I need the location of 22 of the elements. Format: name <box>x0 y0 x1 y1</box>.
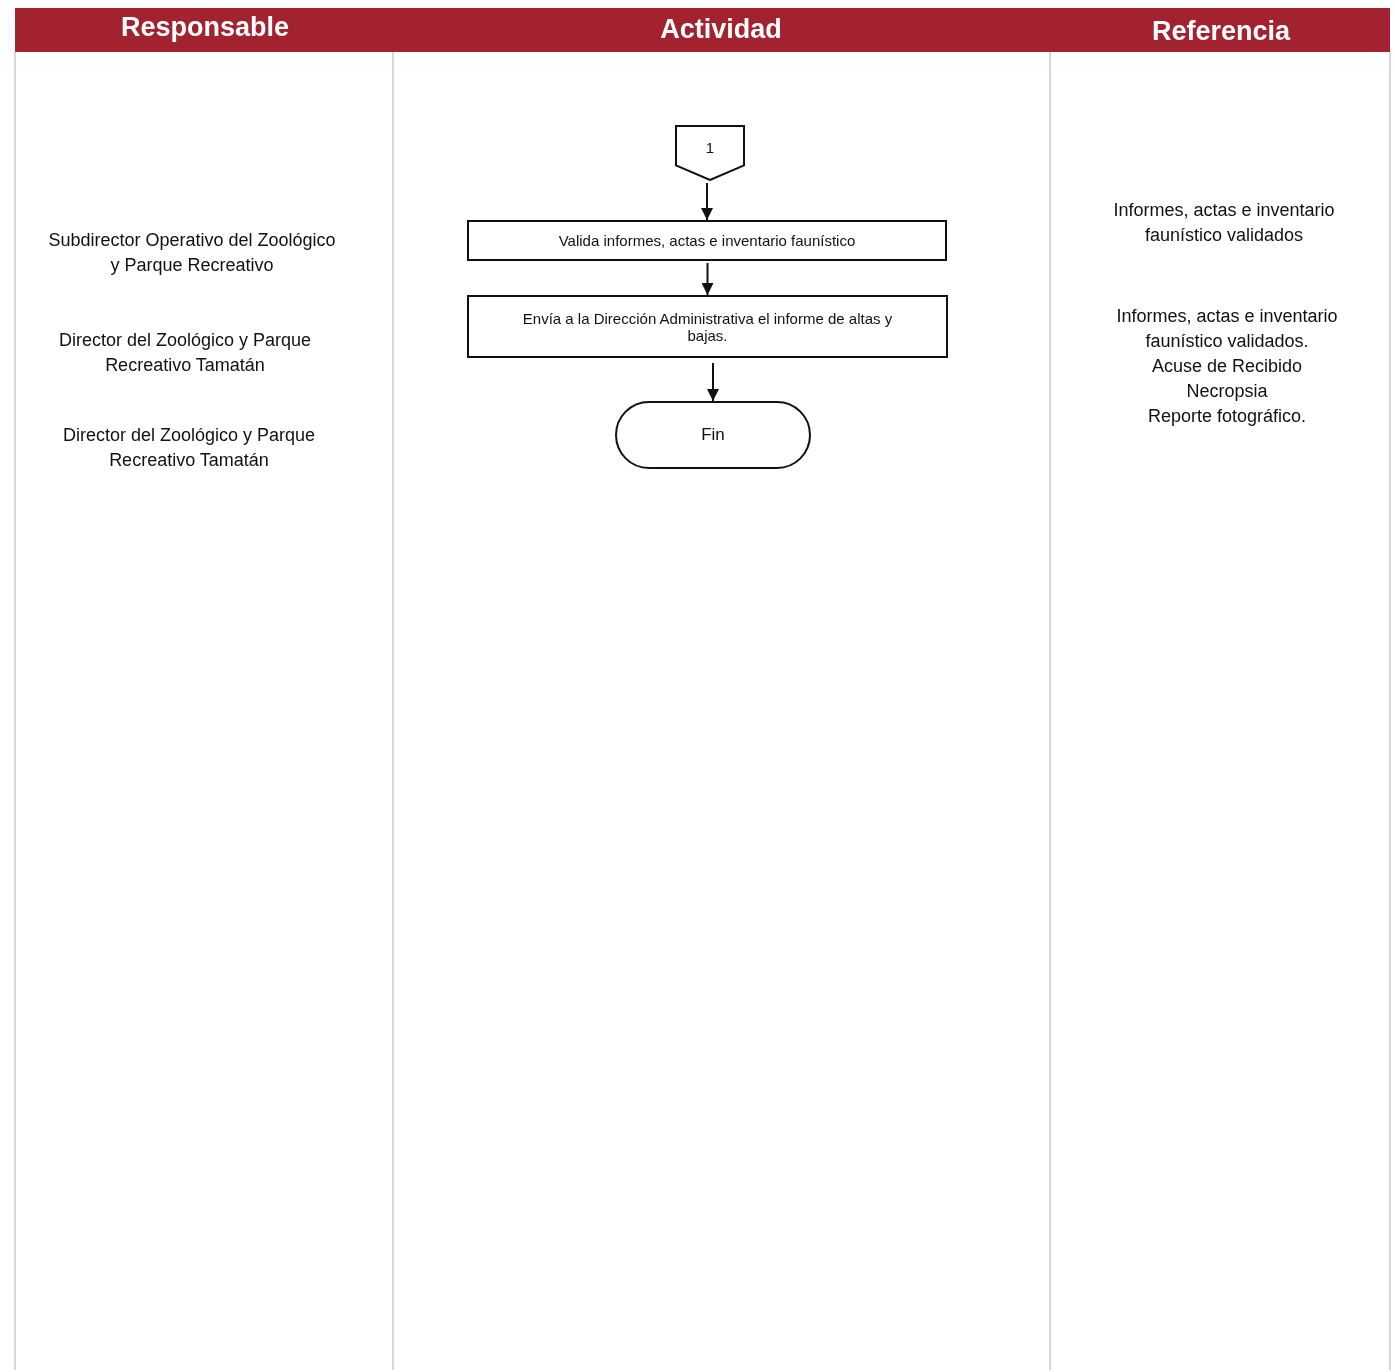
node-text: Envía a la Dirección Administrativa el informe de altas y bajas. <box>521 309 894 344</box>
reference-text: Acuse de Recibido <box>1150 354 1304 378</box>
role-text: Subdirector Operativo del Zoológico y Parque Recreativo <box>47 229 337 277</box>
column-header: Actividad <box>659 16 783 42</box>
arrow <box>707 362 719 402</box>
column-header: Referencia <box>1150 18 1292 44</box>
process-box <box>467 220 947 261</box>
reference-text: Reporte fotográfico. <box>1146 404 1308 428</box>
column-header: Responsable <box>119 14 291 40</box>
process-box <box>467 295 948 358</box>
reference-text: Informes, actas e inventario faunístico validados <box>1112 199 1336 247</box>
reference-text: Informes, actas e inventario faunístico validados. <box>1115 305 1339 353</box>
node-text: Valida informes, actas e inventario faunístico <box>558 232 856 249</box>
terminal-pill <box>615 401 811 469</box>
arrow <box>701 262 714 296</box>
arrow <box>701 182 713 221</box>
role-text: Director del Zoológico y Parque Recreativo Tamatán <box>61 424 317 472</box>
role-text: Director del Zoológico y Parque Recreativo Tamatán <box>57 329 313 377</box>
node-text: Fin <box>701 425 725 445</box>
node-text: 1 <box>705 139 715 156</box>
off-page-connector <box>675 125 745 181</box>
reference-text: Necropsia <box>1185 379 1269 403</box>
